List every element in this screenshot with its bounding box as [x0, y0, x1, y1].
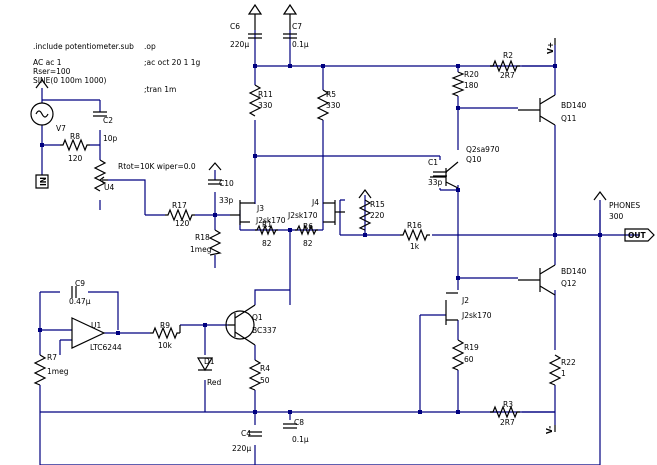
c9-name: C9	[75, 279, 85, 288]
r22-value: 1	[561, 369, 566, 378]
r20-name: R20	[464, 70, 479, 79]
directive-tran: ;tran 1m	[144, 85, 176, 94]
r18-name: R18	[195, 233, 210, 242]
r18-value: 1meg	[190, 245, 212, 254]
directive-op: .op	[144, 42, 156, 51]
j2-value: J2sk170	[461, 311, 492, 320]
r2-value: 2R7	[500, 71, 515, 80]
c7-value: 0.1µ	[292, 40, 309, 49]
symbols	[30, 3, 655, 437]
directive-ac: AC ac 1	[33, 58, 62, 67]
u4-name: U4	[104, 183, 114, 192]
u1-name: U1	[91, 321, 101, 330]
directive-rser: Rser=100	[33, 67, 71, 76]
j4-value: J2sk170	[287, 211, 318, 220]
r16-name: R16	[407, 221, 422, 230]
directive-ac-comment: ;ac oct 20 1 1g	[144, 58, 201, 67]
r16-value: 1k	[410, 242, 420, 251]
q10-value: Q10	[466, 155, 482, 164]
r9-name: R9	[160, 321, 170, 330]
r22-name: R22	[561, 358, 576, 367]
q1-name: Q1	[252, 313, 263, 322]
r1-value: 82	[262, 239, 272, 248]
directive-include: .include potentiometer.sub	[33, 42, 134, 51]
r7-value: 1meg	[47, 367, 69, 376]
r6-name: R6	[303, 222, 313, 231]
net-labels: V+ V- IN OUT PHONES 300	[39, 42, 646, 434]
c6-value: 220µ	[230, 40, 249, 49]
q1-value: BC337	[252, 326, 277, 335]
r9-value: 10k	[158, 341, 173, 350]
u1-value: LTC6244	[90, 343, 122, 352]
c8-value: 0.1µ	[292, 435, 309, 444]
vminus-label: V-	[545, 426, 554, 434]
r3-name: R3	[503, 400, 513, 409]
r7-name: R7	[47, 353, 57, 362]
r19-value: 60	[464, 355, 474, 364]
j2-name: J2	[461, 296, 469, 305]
phones-label: PHONES	[609, 201, 640, 210]
c4-name: C4	[241, 429, 251, 438]
d1-name: D1	[204, 357, 215, 366]
j4-name: J4	[311, 198, 319, 207]
directive-sine: SINE(0 100m 1000)	[33, 76, 106, 85]
c1-name: C1	[428, 158, 438, 167]
c8-name: C8	[294, 418, 304, 427]
in-label: IN	[39, 177, 48, 186]
r6-value: 82	[303, 239, 313, 248]
v7-name: V7	[56, 124, 66, 133]
c10-value: 33p	[219, 196, 234, 205]
wires	[39, 30, 640, 465]
r8-value: 120	[68, 154, 83, 163]
r1-name: R1	[262, 220, 272, 229]
q12-value: Q12	[561, 279, 577, 288]
r2-name: R2	[503, 51, 513, 60]
r17-value: 120	[175, 219, 190, 228]
u4-value: Rtot=10K wiper=0.0	[118, 162, 196, 171]
r17-name: R17	[172, 201, 187, 210]
component-labels: C6 220µ C7 0.1µ R11 330 R5 330 R2 2R7 R2…	[47, 22, 586, 453]
c7-name: C7	[292, 22, 302, 31]
d1-value: Red	[207, 378, 221, 387]
q11-name: BD140	[561, 101, 586, 110]
junction-dots	[38, 64, 602, 414]
q11-value: Q11	[561, 114, 577, 123]
c6-name: C6	[230, 22, 240, 31]
r3-value: 2R7	[500, 418, 515, 427]
c2-value: 10p	[103, 134, 118, 143]
c2-name: C2	[103, 116, 113, 125]
r20-value: 180	[464, 81, 479, 90]
c10-name: C10	[219, 179, 234, 188]
r4-name: R4	[260, 364, 270, 373]
q12-name: BD140	[561, 267, 586, 276]
c9-value: 0.47µ	[69, 297, 91, 306]
r11-name: R11	[258, 90, 273, 99]
c4-value: 220µ	[232, 444, 251, 453]
r11-value: 330	[258, 101, 273, 110]
r5-name: R5	[326, 90, 336, 99]
c1-value: 33p	[428, 178, 443, 187]
vplus-label: V+	[546, 42, 555, 54]
r15-name: R15	[370, 200, 385, 209]
r8-name: R8	[70, 132, 80, 141]
q10-name: Q2sa970	[466, 145, 500, 154]
spice-directives: .include potentiometer.sub .op AC ac 1 ;…	[33, 42, 201, 94]
out-label: OUT	[628, 231, 646, 240]
r19-name: R19	[464, 343, 479, 352]
r5-value: 330	[326, 101, 341, 110]
r15-value: 220	[370, 211, 385, 220]
j3-name: J3	[256, 204, 264, 213]
j3-value: J2sk170	[255, 216, 286, 225]
phones-value: 300	[609, 212, 624, 221]
r4-value: 50	[260, 376, 270, 385]
